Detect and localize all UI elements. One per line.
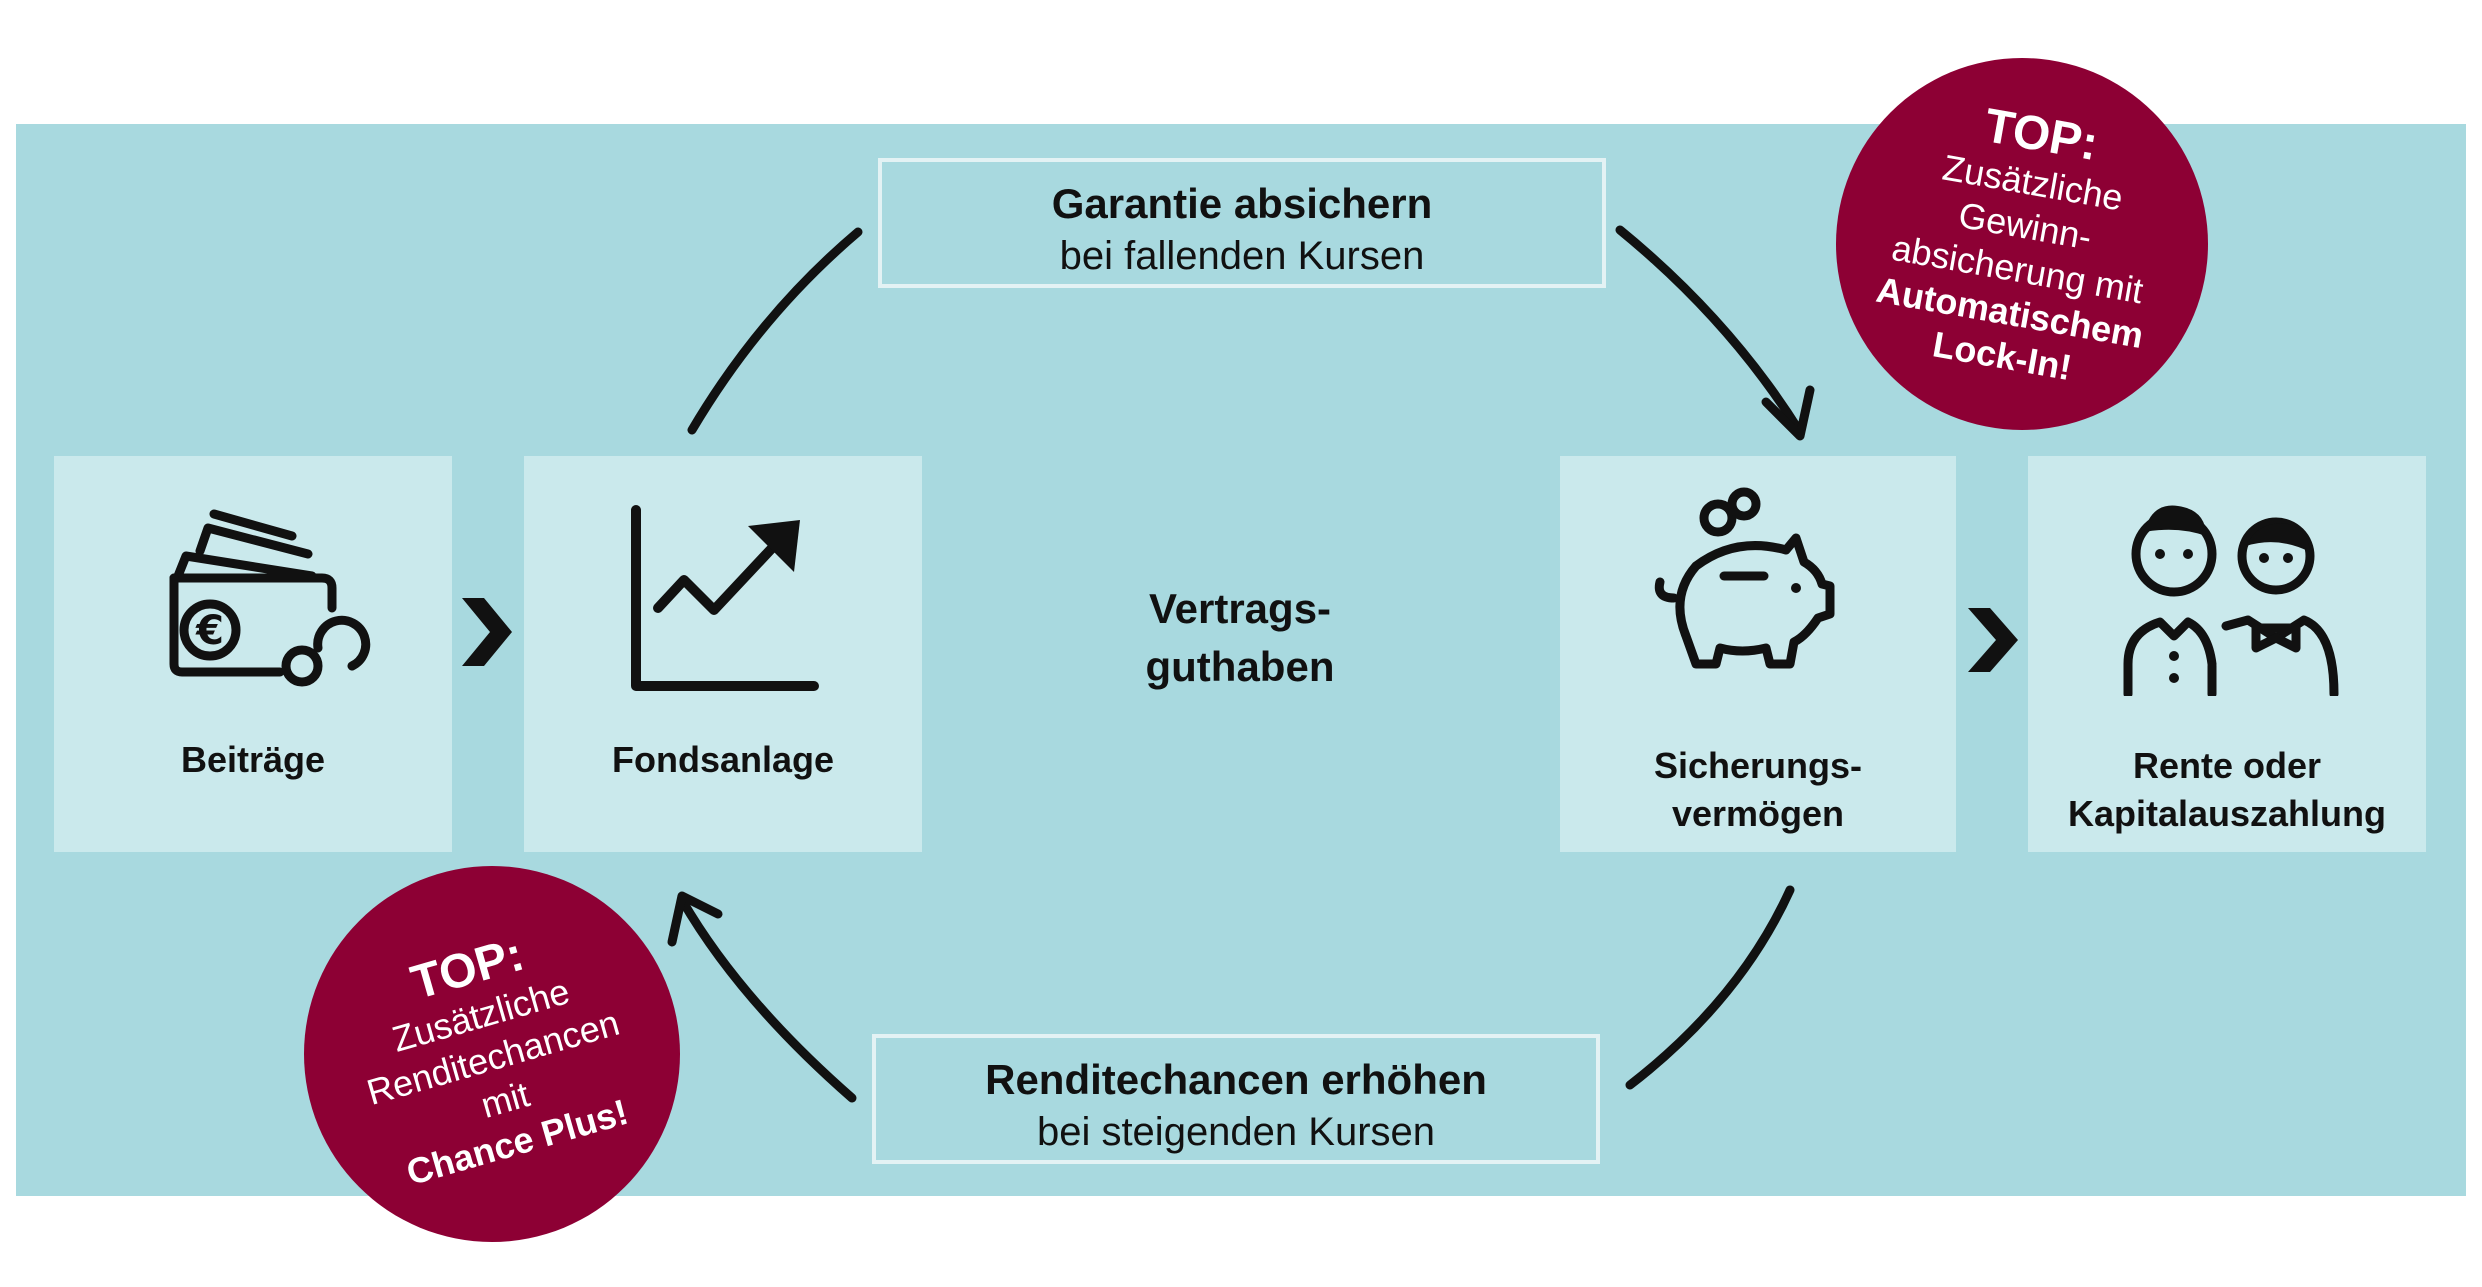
wallet-euro-icon: €: [169, 509, 371, 687]
badge-chance-plus: TOP: Zusätzliche Renditechancen mit Chan…: [304, 866, 680, 1242]
label-pension-line2: Kapitalauszahlung: [2067, 793, 2387, 834]
arrowhead-top-right: [1761, 385, 1815, 441]
chevron-left: [462, 598, 512, 666]
arrowhead-bottom-left: [667, 891, 723, 947]
center-label: Vertrags- guthaben: [1040, 580, 1440, 696]
arc-bottom-left: [677, 895, 857, 1103]
label-security: Sicherungs- vermögen: [1560, 742, 1956, 838]
center-label-line2: guthaben: [1145, 643, 1335, 690]
badge-lock-in: TOP: Zusätzliche Gewinn- absicherung mit…: [1836, 58, 2208, 430]
svg-text:€: €: [195, 608, 224, 654]
rising-chart-icon: [631, 505, 819, 691]
label-pension-line1: Rente oder: [2132, 745, 2322, 786]
top-box-subtitle: bei fallenden Kursen: [1059, 234, 1425, 278]
bottom-box-title: Renditechancen erhöhen: [985, 1056, 1487, 1103]
label-fund: Fondsanlage: [611, 739, 835, 780]
arc-top-left: [687, 227, 863, 435]
label-security-line1: Sicherungs-: [1653, 745, 1863, 786]
center-label-line1: Vertrags-: [1148, 585, 1332, 632]
bottom-label-box: Renditechancen erhöhen bei steigenden Ku…: [872, 1034, 1600, 1164]
node-contributions: € Beiträge: [54, 456, 452, 852]
node-pension: Rente oder Kapitalauszahlung: [2028, 456, 2426, 852]
node-security: Sicherungs- vermögen: [1560, 456, 1956, 852]
arc-bottom-right: [1625, 885, 1795, 1090]
bottom-box-subtitle: bei steigenden Kursen: [1036, 1110, 1436, 1154]
top-label-box: Garantie absichern bei fallenden Kursen: [878, 158, 1606, 288]
piggy-bank-icon: [1654, 487, 1835, 669]
label-pension: Rente oder Kapitalauszahlung: [2028, 742, 2426, 838]
arc-top-right: [1615, 225, 1805, 437]
node-fund: Fondsanlage: [524, 456, 922, 852]
elderly-couple-icon: [2123, 505, 2339, 696]
chevron-right: [1968, 608, 2018, 672]
label-security-line2: vermögen: [1671, 793, 1845, 834]
label-contributions: Beiträge: [180, 739, 326, 780]
top-box-title: Garantie absichern: [1051, 180, 1433, 227]
